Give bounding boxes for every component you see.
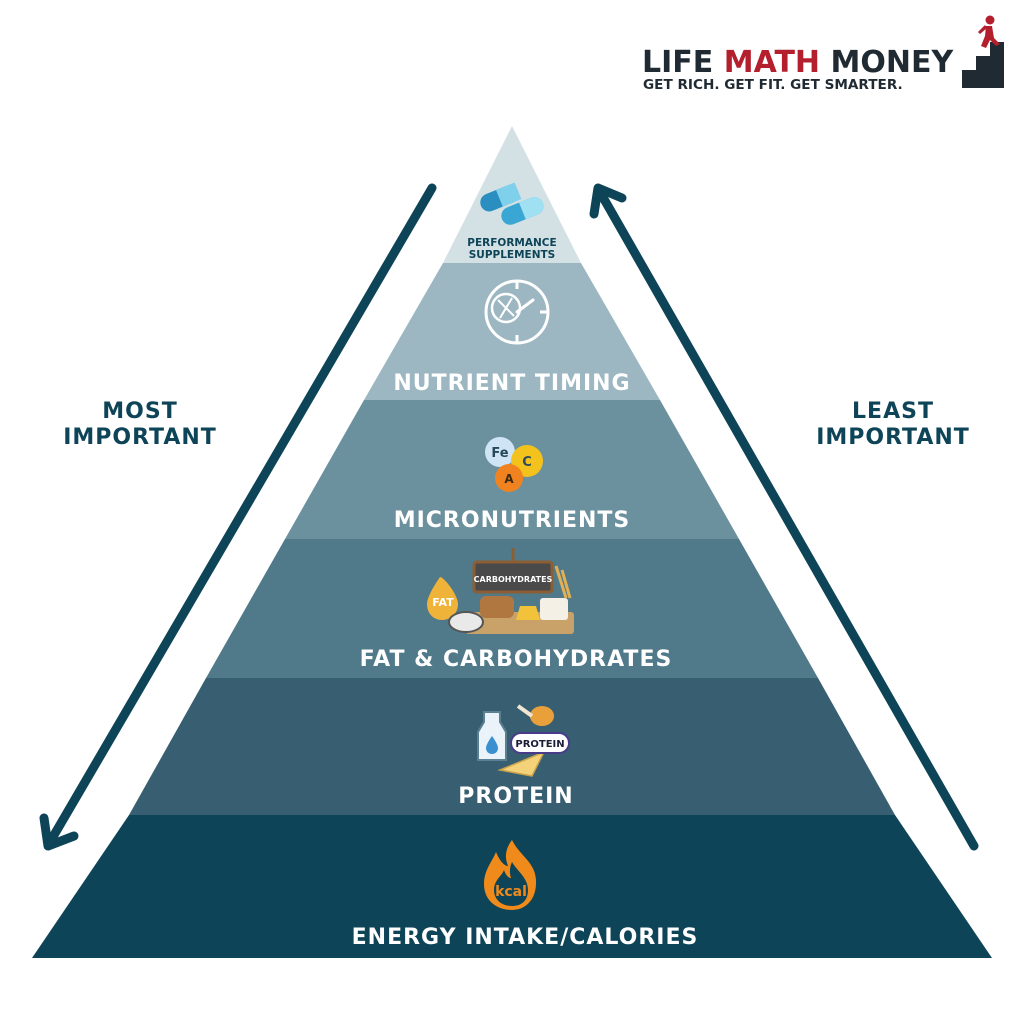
vitamins-minerals-icon: Fe C A xyxy=(485,437,543,492)
protein-badge-label: PROTEIN xyxy=(515,739,564,750)
fat-drop-label: FAT xyxy=(432,596,454,609)
stairs-runner-icon xyxy=(962,15,1004,88)
supplements-label-line2: SUPPLEMENTS xyxy=(469,249,555,261)
supplements-label-line1: PERFORMANCE xyxy=(467,237,556,249)
most-important-label-line2: IMPORTANT xyxy=(63,425,217,450)
nutrient-timing-label: NUTRIENT TIMING xyxy=(393,371,630,396)
left-arrow xyxy=(39,183,437,851)
brand-name: LIFE MATH MONEY xyxy=(642,45,954,80)
micronutrients-label: MICRONUTRIENTS xyxy=(394,508,631,533)
protein-foods-icon: PROTEIN xyxy=(477,704,570,777)
fat-carbs-food-icon: FAT CARBOHYDRATES xyxy=(427,548,574,634)
a-symbol: A xyxy=(504,472,514,486)
tier-nutrient-timing xyxy=(364,263,660,400)
brand-tagline: GET RICH. GET FIT. GET SMARTER. xyxy=(643,77,903,93)
right-arrow xyxy=(589,183,979,851)
clock-plate-icon xyxy=(484,279,550,345)
flame-kcal-icon: kcal xyxy=(484,840,537,910)
kcal-label: kcal xyxy=(495,884,527,900)
fe-symbol: Fe xyxy=(491,446,508,461)
brand-logo: LIFE MATH MONEY GET RICH. GET FIT. GET S… xyxy=(642,15,1004,93)
carbohydrates-board-label: CARBOHYDRATES xyxy=(474,575,553,584)
least-important-label-line1: LEAST xyxy=(852,399,934,424)
energy-intake-label: ENERGY INTAKE/CALORIES xyxy=(352,925,699,950)
most-important-label-line1: MOST xyxy=(102,399,177,424)
protein-label: PROTEIN xyxy=(458,784,573,809)
least-important-label-line2: IMPORTANT xyxy=(816,425,970,450)
fat-carbohydrates-label: FAT & CARBOHYDRATES xyxy=(360,647,673,672)
c-symbol: C xyxy=(522,455,532,470)
pills-icon xyxy=(480,182,544,225)
